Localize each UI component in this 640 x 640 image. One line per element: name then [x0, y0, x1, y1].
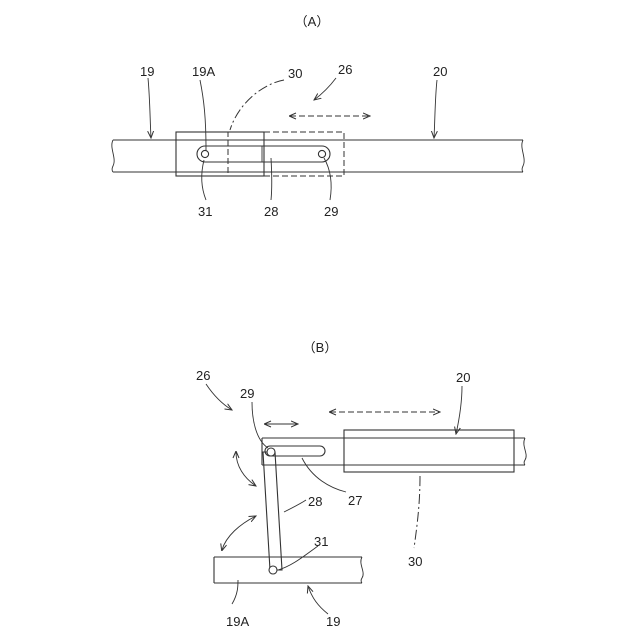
figure-a: （A） 19 19A: [112, 14, 524, 219]
label-29-b: 29: [240, 386, 254, 401]
slider-30-b-dashed: [344, 430, 514, 472]
label-19a-b: 19A: [226, 614, 249, 629]
figure-a-title: （A）: [295, 14, 330, 29]
leader-26-a: [314, 78, 336, 100]
figure-b: （B）: [196, 340, 526, 629]
leader-29-a: [324, 158, 331, 200]
lower-rail-b: [214, 557, 363, 583]
pin-31: [201, 150, 208, 157]
leader-19a-b: [232, 580, 238, 604]
figure-b-title: （B）: [303, 340, 338, 355]
leader-20-b: [456, 386, 462, 434]
label-26-b: 26: [196, 368, 210, 383]
label-19-a: 19: [140, 64, 154, 79]
label-31-a: 31: [198, 204, 212, 219]
leader-31-a: [202, 160, 206, 200]
leader-19-a: [148, 78, 151, 138]
upper-rail-b: [262, 430, 526, 472]
leader-20-a: [434, 80, 437, 138]
label-20-a: 20: [433, 64, 447, 79]
member-20-box: [344, 430, 514, 472]
pin-29-b: [267, 448, 275, 456]
leader-31-b: [278, 546, 318, 570]
label-19a-a: 19A: [192, 64, 215, 79]
label-28-b: 28: [308, 494, 322, 509]
leader-29-b: [252, 402, 268, 448]
label-30-a: 30: [288, 66, 302, 81]
leader-30-b: [414, 476, 420, 548]
label-29-a: 29: [324, 204, 338, 219]
pin-31-b: [269, 566, 277, 574]
slider-30-dashed: [228, 132, 344, 176]
label-28-a: 28: [264, 204, 278, 219]
leader-19-b: [308, 586, 328, 614]
label-27-b: 27: [348, 493, 362, 508]
housing-19a: [176, 132, 264, 176]
rail-assembly-a: [112, 140, 524, 172]
leader-30-a: [230, 80, 284, 130]
leader-27-b: [302, 458, 346, 492]
label-26-a: 26: [338, 62, 352, 77]
leader-28-a: [271, 158, 272, 200]
label-31-b: 31: [314, 534, 328, 549]
pin-29: [318, 150, 325, 157]
leader-26-b: [206, 384, 232, 410]
leader-28-b: [284, 500, 306, 512]
rotation-arrow-upper: [236, 452, 256, 486]
link-28-b: [263, 452, 282, 570]
rotation-arrow-lower: [222, 516, 256, 550]
label-30-b: 30: [408, 554, 422, 569]
label-20-b: 20: [456, 370, 470, 385]
label-19-b: 19: [326, 614, 340, 629]
